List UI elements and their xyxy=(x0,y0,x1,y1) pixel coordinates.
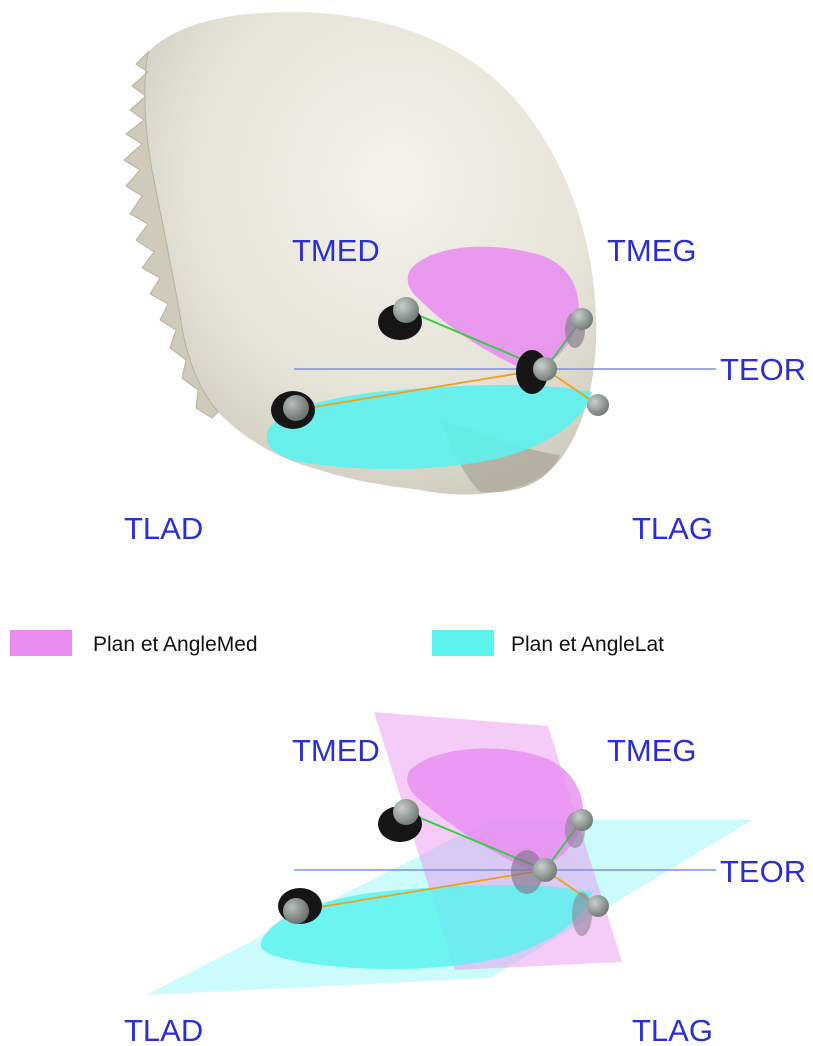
marker-tlad-bottom xyxy=(278,888,322,924)
label-tmed-top: TMED xyxy=(292,233,380,268)
legend-swatch-lat xyxy=(432,630,494,656)
label-tmed-bottom: TMED xyxy=(292,733,380,768)
marker-tmed-bottom xyxy=(378,799,422,842)
legend: Plan et AngleMed Plan et AngleLat xyxy=(10,630,664,656)
label-teor-top: TEOR xyxy=(720,352,806,387)
legend-label-lat: Plan et AngleLat xyxy=(511,633,664,656)
top-panel: TMED TMEG TEOR TLAD TLAG xyxy=(124,12,806,546)
label-tlag-bottom: TLAG xyxy=(632,1013,713,1046)
label-tlad-bottom: TLAD xyxy=(124,1013,203,1046)
label-tmeg-bottom: TMEG xyxy=(607,733,697,768)
legend-label-med: Plan et AngleMed xyxy=(93,633,258,656)
marker-tlag-top xyxy=(587,394,609,416)
label-tlad-top: TLAD xyxy=(124,511,203,546)
marker-tlad-top xyxy=(271,391,315,429)
bottom-panel: TMED TMEG TEOR TLAD TLAG xyxy=(124,712,806,1046)
legend-swatch-med xyxy=(10,630,72,656)
label-tmeg-top: TMEG xyxy=(607,233,697,268)
label-teor-bottom: TEOR xyxy=(720,854,806,889)
label-tlag-top: TLAG xyxy=(632,511,713,546)
